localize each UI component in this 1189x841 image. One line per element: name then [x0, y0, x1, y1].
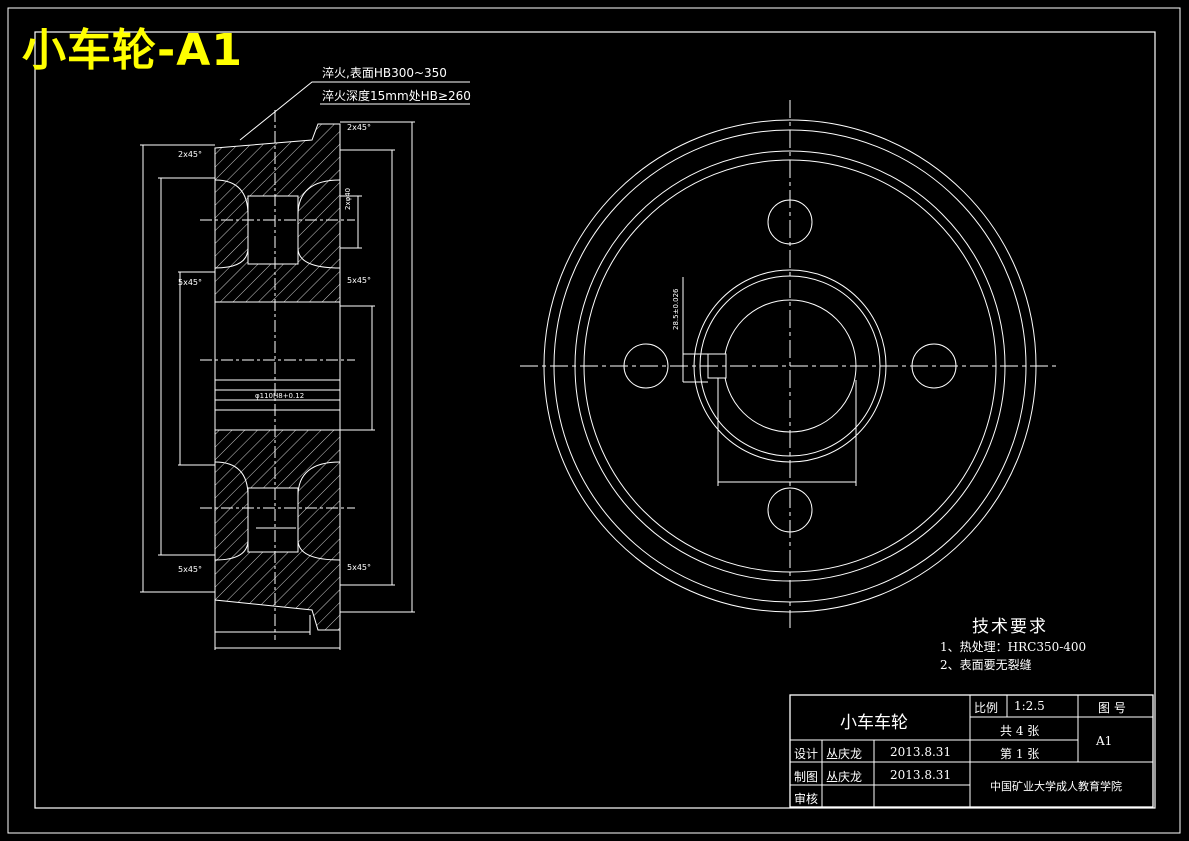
drawing-number: A1: [1096, 734, 1113, 748]
scale-value: 1:2.5: [1014, 699, 1045, 713]
section-view: [140, 81, 470, 650]
total-sheets: 共 4 张: [1000, 724, 1040, 738]
drawing-number-label: 图 号: [1098, 701, 1126, 715]
heat-treatment-note-2: 淬火深度15mm处HB≥260: [322, 89, 471, 103]
upper-web-hole: [247, 195, 299, 265]
draft-label: 制图: [794, 770, 819, 784]
part-name: 小车车轮: [840, 713, 908, 733]
tech-req-item-2: 2、表面要无裂缝: [940, 658, 1032, 672]
chamfer-label-bot-left: 5x45°: [178, 565, 203, 574]
tech-req-item-1: 1、热处理：HRC350-400: [940, 640, 1087, 654]
design-label: 设计: [794, 747, 819, 761]
design-date: 2013.8.31: [890, 745, 952, 759]
tech-req-heading: 技术要求: [972, 617, 1048, 637]
lower-web-hole: [247, 487, 299, 553]
chamfer-label-top-right: 2x45°: [347, 123, 372, 132]
chamfer-label-bot-right: 5x45°: [347, 563, 372, 572]
review-label: 审核: [794, 792, 819, 806]
front-view: [520, 100, 1060, 632]
hole-dimension-label: 2xφ40: [344, 187, 352, 210]
heat-treatment-note-1: 淬火,表面HB300~350: [322, 66, 447, 80]
chamfer-label-mid-right: 5x45°: [347, 276, 372, 285]
sheet-number: 第 1 张: [1000, 747, 1040, 761]
draft-date: 2013.8.31: [890, 768, 952, 782]
designer-name: 丛庆龙: [826, 747, 863, 761]
drafter-name: 丛庆龙: [826, 770, 863, 784]
school-name: 中国矿业大学成人教育学院: [990, 780, 1122, 793]
outer-frame: [7, 7, 1181, 834]
title-block: [789, 694, 1154, 808]
front-keyway-dimension-label: 28.5±0.026: [672, 288, 680, 331]
drawing-banner-title: 小车轮-A1: [22, 25, 243, 76]
chamfer-label-mid-left: 5x45°: [178, 278, 203, 287]
bore-diameter-label: φ110H8+0.12: [255, 392, 305, 400]
inner-frame: [34, 31, 1156, 809]
chamfer-label-top-left: 2x45°: [178, 150, 203, 159]
scale-label: 比例: [974, 701, 999, 715]
